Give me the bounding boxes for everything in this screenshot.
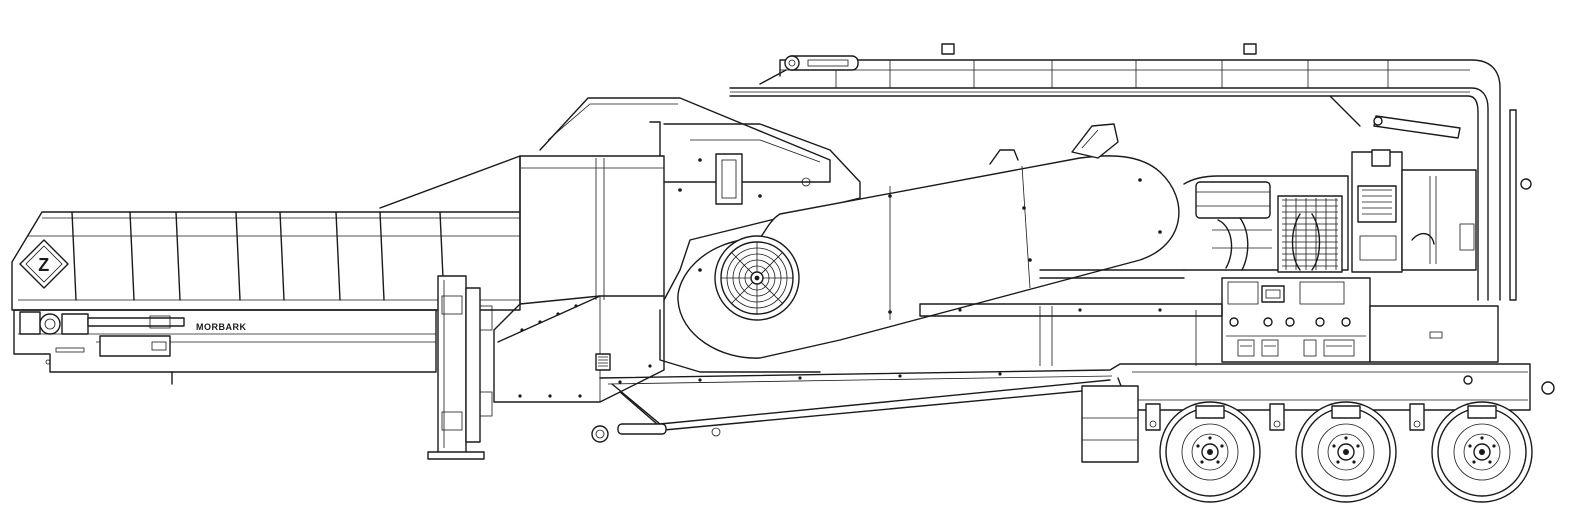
axle-1-wheel xyxy=(1159,401,1261,503)
spout-tilt-cylinder xyxy=(759,55,859,85)
housing-rivets xyxy=(518,304,652,398)
engine-compartment xyxy=(1183,149,1477,273)
conveyor-frame xyxy=(13,309,437,373)
axle-2-wheel xyxy=(1295,401,1397,503)
trough-ribs xyxy=(71,211,445,301)
chipper-housing xyxy=(659,123,861,373)
panel-switches xyxy=(1237,339,1355,357)
discharge-spout xyxy=(729,43,1532,301)
brand-logo-diamond: Z xyxy=(19,239,69,289)
chute-grille xyxy=(595,353,611,371)
suspension-hangers xyxy=(1145,403,1425,431)
discharge-enclosure xyxy=(677,123,1180,359)
frame-rivets xyxy=(698,308,1162,382)
fan-guard xyxy=(714,235,800,321)
chassis-frame xyxy=(591,269,1555,463)
axle-3-wheel xyxy=(1431,401,1533,503)
control-panel xyxy=(1221,277,1499,363)
front-outrigger xyxy=(427,275,493,460)
brand-label: MORBARK xyxy=(196,322,247,332)
radiator-grille xyxy=(1282,198,1338,270)
rear-outrigger xyxy=(1081,385,1139,463)
conveyor-drive-motor xyxy=(19,311,185,335)
logo-letter: Z xyxy=(38,255,50,275)
spout-rail-posts xyxy=(835,60,1389,88)
